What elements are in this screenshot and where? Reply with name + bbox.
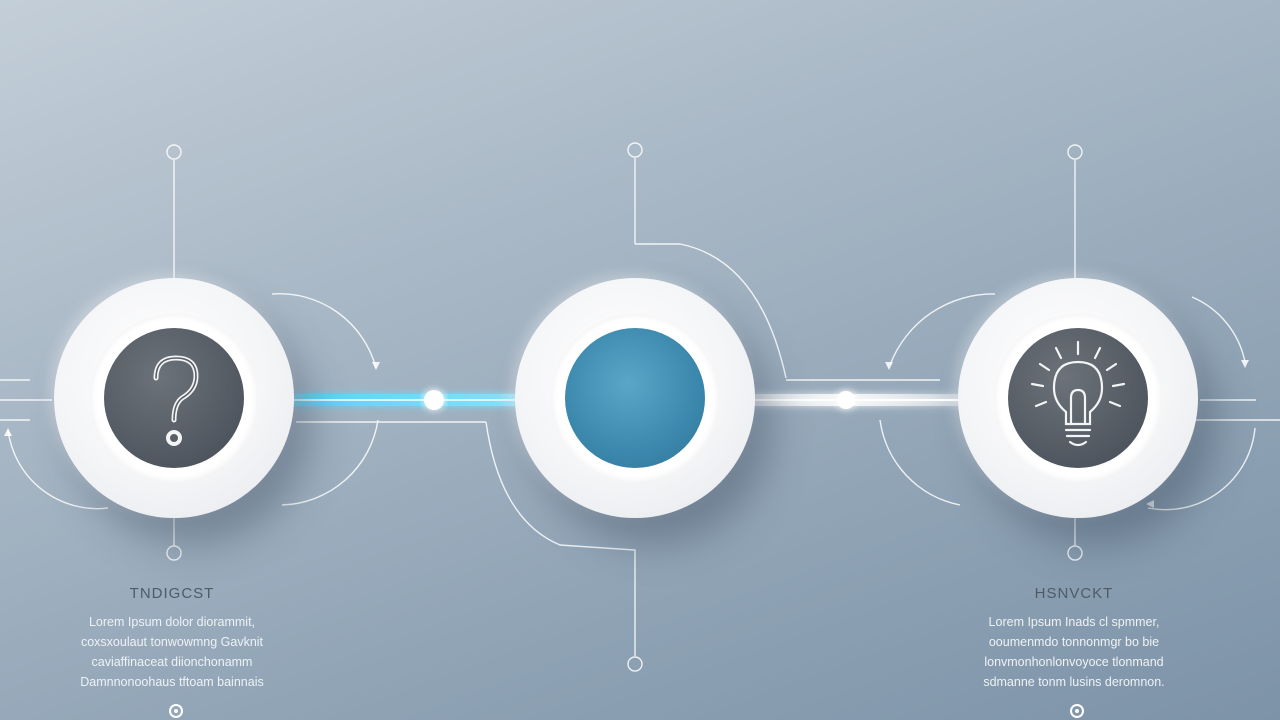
step-desc-line: Lorem Ipsum dolor diorammit,	[88, 615, 256, 629]
step-desc-line: coxsxoulaut tonwowmng Gavknit	[80, 635, 264, 649]
step-desc-line: caviaffinaceat diionchonamm	[91, 655, 253, 669]
question-mark-icon	[104, 328, 244, 468]
step-desc-line: sdmanne tonm lusins deromnon.	[983, 675, 1165, 689]
blank-circle-icon	[565, 328, 705, 468]
step-desc-line: Lorem Ipsum Inads cl spmmer,	[988, 615, 1160, 629]
step-title: HSNVCKT	[1034, 585, 1114, 602]
gear-icon	[169, 704, 183, 718]
step-title: TNDIGCST	[129, 585, 215, 602]
step-desc-line: Damnnonoohaus tftoam bainnais	[80, 675, 264, 689]
step-text-block-3: HSNVCKT Lorem Ipsum Inads cl spmmer, oou…	[954, 585, 1194, 692]
step-node-3	[958, 278, 1198, 518]
gear-icon	[1070, 704, 1084, 718]
step-desc-line: ooumenmdo tonnonmgr bo bie	[988, 635, 1160, 649]
step-text-block-1: TNDIGCST Lorem Ipsum dolor diorammit, co…	[52, 585, 292, 692]
step-node-1	[54, 278, 294, 518]
lightbulb-icon	[1008, 328, 1148, 468]
step-desc-line: lonvmonhonlonvoyoce tlonmand	[984, 655, 1164, 669]
step-node-2	[515, 278, 755, 518]
